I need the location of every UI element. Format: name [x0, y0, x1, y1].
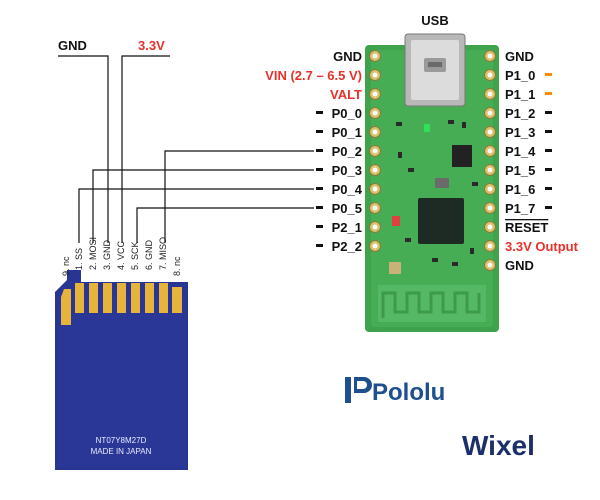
sd-card-shade — [58, 295, 185, 467]
wire-gnd — [58, 55, 109, 243]
left-pin-label-p0-0: P0_0 — [332, 106, 362, 121]
wire-miso-p0-2 — [164, 150, 314, 243]
sd-contact-1 — [75, 283, 84, 313]
sd-marking-line-1: NT07Y8M27D — [96, 436, 147, 445]
left-pin-label-p0-1: P0_1 — [332, 125, 362, 140]
top-gnd-label: GND — [58, 38, 87, 53]
left-pin-label-p2-1: P2_1 — [332, 220, 362, 235]
left-pin-label-p0-2: P0_2 — [332, 144, 362, 159]
microcontroller-chip — [418, 198, 464, 244]
sd-marking-line-2: MADE IN JAPAN — [91, 447, 152, 456]
status-led-green — [424, 124, 430, 132]
sd-pin-label-2: 2. MOSI — [88, 237, 98, 270]
sd-contact-2 — [89, 283, 98, 313]
right-pin-label-gnd-bottom: GND — [505, 258, 534, 273]
sd-pin-labels: 9. nc 1. SS 2. MOSI 3. GND 4. VCC 5. SCK… — [61, 237, 182, 276]
right-pin-label-p1-5: P1_5 — [505, 163, 535, 178]
right-header-pads — [484, 50, 496, 271]
right-pin-label-p1-7: P1_7 — [505, 201, 535, 216]
left-pin-markers — [316, 111, 323, 247]
wires — [58, 55, 314, 243]
sd-pin-label-6: 6. GND — [144, 239, 154, 270]
sd-contact-7 — [159, 283, 168, 313]
sd-contact-5 — [131, 283, 140, 313]
left-pin-label-gnd: GND — [333, 49, 362, 64]
right-pin-label-reset: RESET — [505, 220, 548, 235]
wire-3v3 — [121, 55, 170, 243]
sd-pin-label-4: 4. VCC — [116, 240, 126, 270]
pcb-inner — [371, 50, 493, 327]
wixel-logo-text: Wixel — [462, 430, 535, 461]
pcb-antenna-trace — [381, 291, 481, 318]
sd-pin-label-9: 9. nc — [61, 256, 71, 276]
right-pin-labels: GND P1_0 P1_1 P1_2 P1_3 P1_4 P1_5 P1_6 P… — [505, 49, 579, 273]
wire-ss-p0-4 — [78, 188, 314, 243]
left-header-pads — [369, 50, 381, 252]
usb-header-label: USB — [421, 13, 448, 28]
right-pin-label-p1-4: P1_4 — [505, 144, 536, 159]
left-pin-label-p0-4: P0_4 — [332, 182, 363, 197]
wixel-logo: Wixel — [462, 430, 535, 461]
right-pin-label-p1-0: P1_0 — [505, 68, 535, 83]
sd-pin-label-8: 8. nc — [172, 256, 182, 276]
right-pin-label-p1-1: P1_1 — [505, 87, 535, 102]
right-pin-label-gnd-top: GND — [505, 49, 534, 64]
sd-contact-6 — [145, 283, 154, 313]
top-3v3-label: 3.3V — [138, 38, 165, 53]
wire-mosi-p0-3 — [92, 169, 314, 243]
pololu-logo: Pololu — [345, 377, 445, 406]
sd-contact-9 — [61, 289, 71, 325]
sd-pin-label-3: 3. GND — [102, 239, 112, 270]
right-pin-label-p1-6: P1_6 — [505, 182, 535, 197]
sd-card-body — [55, 270, 188, 470]
wire-sck-p0-5 — [136, 207, 314, 243]
right-pin-label-p1-2: P1_2 — [505, 106, 535, 121]
sd-contact-4 — [117, 283, 126, 313]
sd-card: 9. nc 1. SS 2. MOSI 3. GND 4. VCC 5. SCK… — [55, 237, 188, 470]
crystal — [435, 178, 449, 188]
right-pin-label-3v3-output: 3.3V Output — [505, 239, 579, 254]
sd-pin-label-1: 1. SS — [74, 248, 84, 270]
sd-contact-8 — [172, 287, 182, 313]
pololu-mark-icon — [345, 377, 372, 403]
status-led-red — [392, 216, 400, 226]
regulator — [452, 145, 472, 167]
smd-components — [396, 120, 478, 266]
right-pin-markers — [545, 73, 552, 209]
pushbutton — [389, 262, 401, 274]
sd-contacts — [61, 283, 182, 325]
wixel-board: USB — [365, 13, 499, 332]
usb-connector — [404, 33, 466, 107]
left-pin-label-valt: VALT — [330, 87, 362, 102]
left-pin-label-p2-2: P2_2 — [332, 239, 362, 254]
right-pin-label-p1-3: P1_3 — [505, 125, 535, 140]
pololu-logo-text: Pololu — [372, 379, 445, 406]
left-pin-label-p0-3: P0_3 — [332, 163, 362, 178]
left-pin-label-p0-5: P0_5 — [332, 201, 362, 216]
left-pin-label-vin: VIN (2.7 – 6.5 V) — [265, 68, 362, 83]
left-pin-labels: GND VIN (2.7 – 6.5 V) VALT P0_0 P0_1 P0_… — [265, 49, 363, 254]
sd-pin-label-7: 7. MISO — [158, 237, 168, 270]
sd-pin-label-5: 5. SCK — [130, 241, 140, 270]
sd-contact-3 — [103, 283, 112, 313]
